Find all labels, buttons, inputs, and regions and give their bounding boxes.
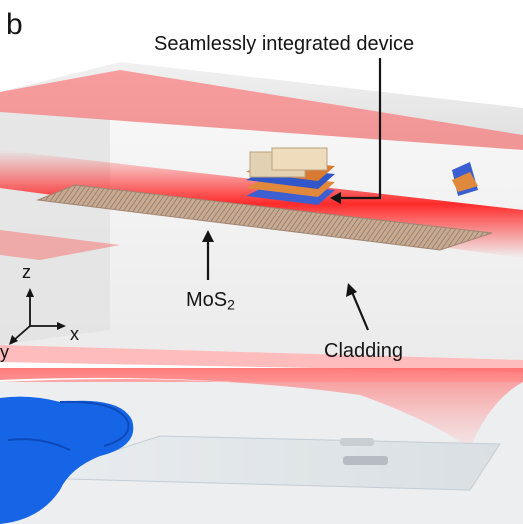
axis-z-label: z <box>22 262 31 282</box>
annotation-arrows <box>202 58 382 331</box>
panel-letter: b <box>6 8 23 41</box>
axis-y-label: y <box>0 342 9 362</box>
cladding-annotation: Cladding <box>324 340 403 362</box>
mos2-annotation: MoS2 <box>186 289 235 313</box>
cladding-side-shadow <box>0 112 110 345</box>
cladding-top-red-edge <box>0 70 523 150</box>
chip-2 <box>343 456 388 465</box>
mos2-waveguide <box>36 184 493 251</box>
gloved-hand <box>0 396 134 524</box>
chip-1 <box>340 438 374 446</box>
mos2-subscript: 2 <box>227 296 235 313</box>
laser-glow <box>0 230 120 260</box>
coordinate-axes <box>9 288 66 345</box>
cladding-bottom-red-edge <box>0 345 523 372</box>
device-stack <box>246 147 478 205</box>
device-annotation: Seamlessly integrated device <box>154 33 415 55</box>
mos2-text: MoS <box>186 289 228 311</box>
axis-x-label: x <box>70 324 79 344</box>
